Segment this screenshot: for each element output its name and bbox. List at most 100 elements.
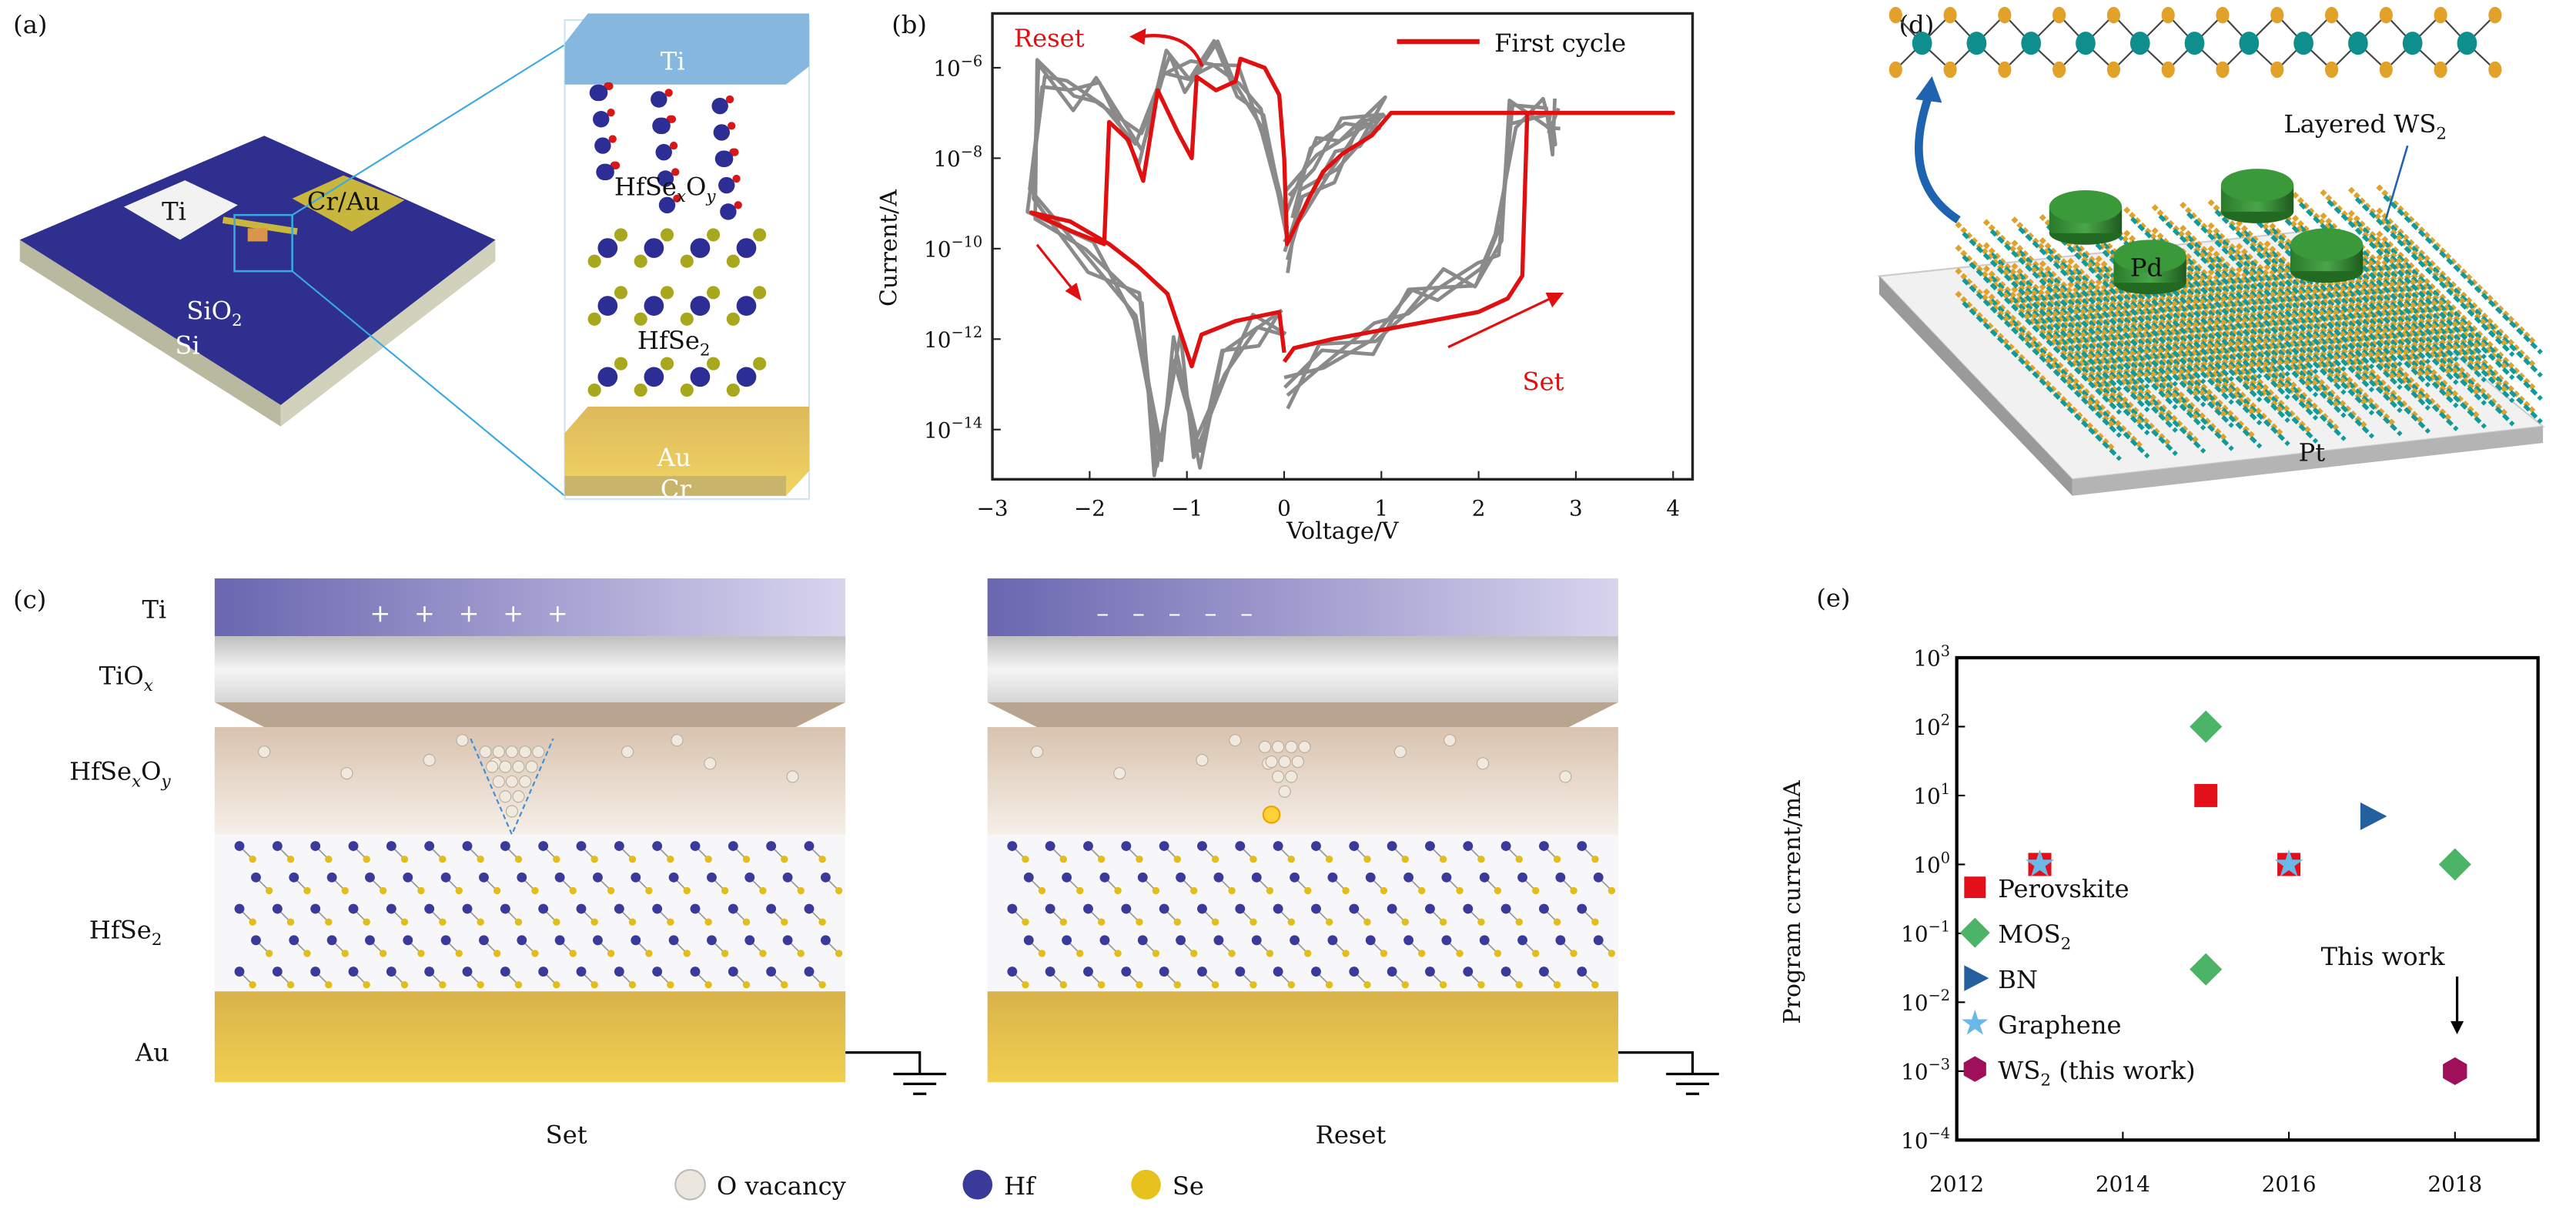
se-atom-icon xyxy=(303,886,311,895)
reset-arrowhead-icon xyxy=(1129,28,1146,45)
se-atom-icon xyxy=(1515,980,1524,989)
w-atom-row xyxy=(2102,265,2263,426)
o-vacancy-icon xyxy=(258,746,271,759)
hf-atom-icon xyxy=(597,367,618,387)
stack-atoms xyxy=(587,82,767,397)
w-atom-row xyxy=(2242,230,2403,390)
se-atom-icon xyxy=(1173,980,1182,989)
w-atom-row xyxy=(2383,263,2543,424)
se-atom-icon xyxy=(587,254,601,268)
hf-atom-icon xyxy=(1062,935,1072,946)
legend-label: MOS2 xyxy=(1998,920,2071,954)
w-atom-row xyxy=(2102,242,2263,403)
hf-atom-icon xyxy=(1577,841,1587,851)
hf-atom-icon xyxy=(1213,872,1224,883)
ws2-chain xyxy=(1889,6,2502,79)
o-vacancy-icon xyxy=(1272,740,1285,753)
o-vacancy-icon xyxy=(499,790,512,803)
w-atom-row xyxy=(2242,253,2403,414)
se-atom-icon xyxy=(1456,886,1464,895)
hf-atom-icon xyxy=(517,935,527,946)
hf-atom-icon xyxy=(1251,872,1262,883)
b-x-tick-label: 4 xyxy=(1666,496,1680,521)
se-atom-icon xyxy=(587,383,601,397)
hf-atom-icon xyxy=(690,367,711,387)
pt-label: Pt xyxy=(2299,438,2326,467)
se-atom-icon xyxy=(1553,855,1561,863)
se-atom-icon xyxy=(645,886,653,895)
w-atom-row xyxy=(1962,231,2122,392)
se-atom-icon xyxy=(683,950,691,957)
sweep-arrow-left-icon xyxy=(1035,243,1078,296)
hf-atom-icon xyxy=(554,935,565,946)
se-atom-icon xyxy=(439,918,447,926)
hf-atom-icon xyxy=(821,935,831,946)
o-vacancy-icon xyxy=(486,760,499,773)
hf-atom-icon xyxy=(386,903,396,914)
hf-atom-icon xyxy=(1387,903,1397,914)
hf-atom-icon xyxy=(1593,935,1604,946)
se-atom-icon xyxy=(1287,855,1296,863)
oxygen-atom-icon xyxy=(671,168,680,176)
w-atom-row xyxy=(2186,281,2347,441)
hf-atom-icon xyxy=(1403,872,1414,883)
data-point-star xyxy=(2025,849,2055,877)
o-vacancy-icon xyxy=(1291,756,1304,769)
reset-state-cell xyxy=(987,578,1719,1095)
se-atom-icon xyxy=(742,980,751,989)
w-atom-row xyxy=(2270,204,2431,365)
se-atom-icon xyxy=(781,855,788,863)
se-atom-icon xyxy=(797,950,805,957)
hf-atom-icon xyxy=(1273,841,1283,851)
pd-cylinder-top xyxy=(2049,189,2123,223)
cr-au-pad-label: Cr/Au xyxy=(307,187,380,216)
stack-hfse2-label: HfSe2 xyxy=(637,326,711,360)
hf-atom-icon xyxy=(1500,841,1511,851)
se-atom-icon xyxy=(628,855,637,863)
hf-atom-icon xyxy=(500,903,510,914)
hf-atom-icon xyxy=(1500,967,1511,977)
se-atom-icon xyxy=(325,855,333,863)
se-atom-icon xyxy=(400,918,409,926)
w-atom-row xyxy=(2270,250,2431,411)
panel-label-e: (e) xyxy=(1816,583,1850,612)
o-vacancy-icon xyxy=(1030,746,1044,759)
tiox-layer xyxy=(214,636,846,702)
hf-atom-icon xyxy=(766,967,777,977)
data-point-diamond xyxy=(2190,953,2223,986)
o-vacancy-icon xyxy=(479,746,492,759)
s-atom-icon xyxy=(2488,61,2502,79)
hf-atom-icon xyxy=(614,841,624,851)
zoom-line-bottom xyxy=(291,270,566,497)
se-atom-icon xyxy=(1570,886,1577,895)
e-y-tick-label: 102 xyxy=(1913,711,1950,740)
se-atom-icon xyxy=(726,254,740,268)
se-atom-icon xyxy=(614,357,628,370)
se-atom-icon xyxy=(1401,918,1410,926)
hf-atom-icon xyxy=(1045,903,1055,914)
hf-atom-icon xyxy=(728,903,738,914)
se-atom-icon xyxy=(1494,886,1502,895)
hf-legend-icon xyxy=(962,1169,993,1200)
oxygen-atom-icon xyxy=(731,148,739,156)
hf-atom-icon xyxy=(1327,935,1338,946)
se-atom-icon xyxy=(634,383,647,397)
hf-atom-icon xyxy=(1479,935,1490,946)
b-y-tick-label: 10−8 xyxy=(933,142,982,172)
ground-wire xyxy=(845,1051,922,1074)
se-atom-icon xyxy=(1342,886,1350,895)
se-atom-icon xyxy=(1038,886,1046,895)
se-atom-icon xyxy=(493,950,501,957)
o-vacancy-icon xyxy=(532,746,545,759)
hf-atom-icon xyxy=(365,935,375,946)
se-atom-icon xyxy=(1439,918,1447,926)
se-atom-icon xyxy=(1494,950,1502,957)
other-cycle-line xyxy=(1033,39,1287,477)
s-atom-icon xyxy=(2324,61,2339,79)
w-atom-icon xyxy=(2293,32,2313,55)
se-atom-icon xyxy=(417,950,425,957)
hf-atom-icon xyxy=(1007,967,1018,977)
reset-arrow-icon xyxy=(1139,34,1204,67)
w-atom-icon xyxy=(2021,32,2042,55)
